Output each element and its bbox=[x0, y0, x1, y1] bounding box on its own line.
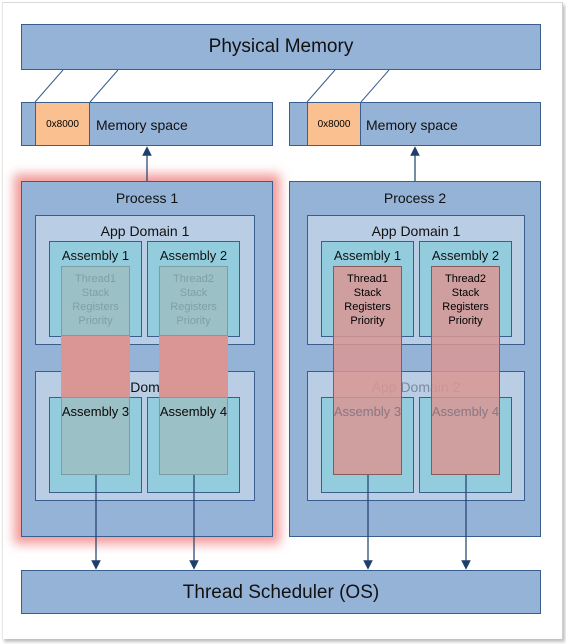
process-1-thread-2-line-2: Registers bbox=[170, 301, 217, 313]
thread-scheduler-box: Thread Scheduler (OS) bbox=[21, 570, 541, 614]
process-2-thread-2: Thread2 Stack Registers Priority bbox=[431, 266, 500, 475]
process-2-thread-2-name: Thread2 bbox=[445, 273, 486, 285]
process-2-thread-2-line-3: Priority bbox=[448, 315, 483, 327]
memory-space-1-address: 0x8000 bbox=[35, 102, 90, 146]
memory-connector-1b bbox=[89, 69, 119, 103]
process-1-assembly-1-label: Assembly 1 bbox=[61, 248, 130, 263]
process-1-thread-1-upper: Thread1 Stack Registers Priority bbox=[61, 266, 130, 336]
process-1-thread-2-line-1: Stack bbox=[179, 287, 208, 299]
physical-memory-box: Physical Memory bbox=[21, 24, 541, 70]
process-2-thread-2-line-2: Registers bbox=[442, 301, 489, 313]
process-1-assembly-2-label: Assembly 2 bbox=[159, 248, 228, 263]
process-1-app-domain-1-label: App Domain 1 bbox=[100, 223, 190, 239]
process-2-assembly-2-label: Assembly 2 bbox=[431, 248, 500, 263]
process-1-thread-2-lower bbox=[159, 397, 228, 475]
process-2-assembly-3-label-overlay: Assembly 3 bbox=[333, 404, 402, 419]
process-2-thread-1-line-2: Registers bbox=[344, 301, 391, 313]
memory-connector-2a bbox=[306, 69, 336, 103]
process-2-thread-1-line-1: Stack bbox=[353, 287, 382, 299]
process-1-thread-2-middle bbox=[159, 336, 228, 397]
process-2-thread-1: Thread1 Stack Registers Priority bbox=[333, 266, 402, 475]
process-1-title: Process 1 bbox=[115, 190, 179, 206]
process-1-thread-1-name: Thread1 bbox=[75, 273, 116, 285]
thread-scheduler-label: Thread Scheduler (OS) bbox=[182, 582, 380, 603]
process-1-thread-1-middle bbox=[61, 336, 130, 397]
process-2-app-domain-1-label: App Domain 1 bbox=[371, 223, 461, 239]
process-2-assembly-1-label: Assembly 1 bbox=[333, 248, 402, 263]
process-1-thread-2-upper: Thread2 Stack Registers Priority bbox=[159, 266, 228, 336]
process-1-assembly-3-label-overlay: Assembly 3 bbox=[61, 404, 130, 419]
memory-space-1-label: Memory space bbox=[96, 117, 188, 133]
memory-connector-1a bbox=[34, 69, 64, 103]
process-2-thread-1-name: Thread1 bbox=[347, 273, 388, 285]
process-1-assembly-4-label-overlay: Assembly 4 bbox=[159, 404, 228, 419]
process-1-thread-1-line-1: Stack bbox=[81, 287, 110, 299]
physical-memory-label: Physical Memory bbox=[208, 36, 354, 57]
process-2-thread-1-line-3: Priority bbox=[350, 315, 385, 327]
process-2-thread-2-line-1: Stack bbox=[451, 287, 480, 299]
process-1-thread-1-lower bbox=[61, 397, 130, 475]
memory-space-2-label: Memory space bbox=[366, 117, 458, 133]
process-1-thread-2-name: Thread2 bbox=[173, 273, 214, 285]
memory-connector-2b bbox=[360, 69, 390, 103]
process-1-thread-2-line-3: Priority bbox=[176, 315, 211, 327]
process-1-thread-1-line-3: Priority bbox=[78, 315, 113, 327]
process-1-app-domain-2-label: Dom bbox=[130, 379, 160, 395]
memory-space-2-address: 0x8000 bbox=[307, 102, 361, 146]
process-2-assembly-4-label-overlay: Assembly 4 bbox=[431, 404, 500, 419]
process-2-title: Process 2 bbox=[383, 190, 447, 206]
process-1-thread-1-line-2: Registers bbox=[72, 301, 119, 313]
